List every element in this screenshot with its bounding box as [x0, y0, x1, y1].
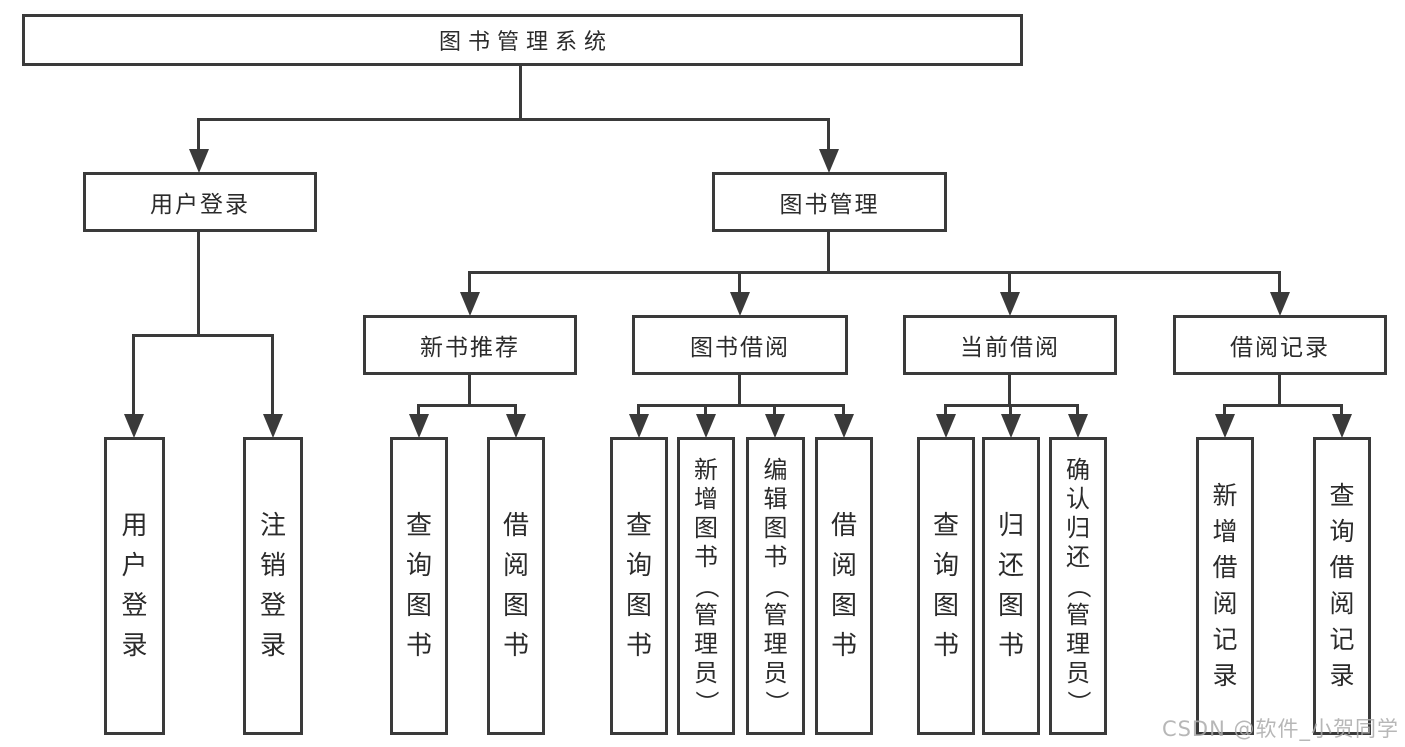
connector-line [827, 118, 830, 152]
node-label: 注销登录 [259, 511, 286, 661]
node-label: 图书管理 [779, 192, 880, 218]
leaf-query-books-current: 查询图书 [917, 437, 975, 735]
arrow-down-icon [819, 149, 839, 173]
arrow-down-icon [1000, 292, 1020, 316]
connector-line [468, 375, 471, 406]
node-label: 确认归还（管理员） [1064, 455, 1093, 715]
node-user-login: 用户登录 [83, 172, 317, 232]
node-label: 查询图书 [625, 511, 652, 661]
node-label: 查询图书 [932, 511, 959, 661]
arrow-down-icon [189, 149, 209, 173]
node-book-management: 图书管理 [712, 172, 947, 232]
node-current-borrow: 当前借阅 [903, 315, 1117, 375]
leaf-logout: 注销登录 [243, 437, 303, 735]
arrow-down-icon [1270, 292, 1290, 316]
connector-line [1008, 271, 1011, 299]
leaf-query-borrow-record: 查询借阅记录 [1313, 437, 1371, 735]
node-label: 新增图书（管理员） [692, 455, 721, 715]
connector-line [1008, 375, 1011, 406]
leaf-query-books-borrow: 查询图书 [610, 437, 668, 735]
arrow-down-icon [460, 292, 480, 316]
leaf-borrow-books: 借阅图书 [815, 437, 873, 735]
connector-line [197, 232, 200, 336]
leaf-add-borrow-record: 新增借阅记录 [1196, 437, 1254, 735]
connector-line [468, 271, 1281, 274]
arrow-down-icon [629, 414, 649, 438]
node-label: 图书借阅 [690, 335, 790, 361]
connector-line [827, 232, 830, 273]
leaf-query-books-recommend: 查询图书 [390, 437, 448, 735]
connector-line [197, 118, 200, 152]
connector-line [1223, 404, 1226, 422]
node-borrow-record: 借阅记录 [1173, 315, 1387, 375]
node-book-borrow: 图书借阅 [632, 315, 848, 375]
connector-line [637, 404, 640, 422]
leaf-edit-books-admin: 编辑图书（管理员） [746, 437, 805, 735]
node-label: 编辑图书（管理员） [762, 455, 790, 715]
connector-line [197, 118, 830, 121]
arrow-down-icon [1001, 414, 1021, 438]
leaf-add-books-admin: 新增图书（管理员） [677, 437, 735, 735]
arrow-down-icon [936, 414, 956, 438]
connector-line [1223, 404, 1343, 407]
node-label: 借阅图书 [830, 511, 857, 661]
node-label: 用户登录 [150, 192, 250, 218]
connector-line [773, 404, 776, 422]
arrow-down-icon [730, 292, 750, 316]
node-label: 新增借阅记录 [1212, 481, 1238, 690]
connector-line [944, 404, 947, 422]
connector-line [1340, 404, 1343, 422]
connector-line [417, 404, 517, 407]
connector-line [468, 271, 471, 299]
connector-line [132, 334, 135, 422]
node-new-book-recommend: 新书推荐 [363, 315, 577, 375]
connector-line [519, 66, 522, 119]
node-system-root: 图书管理系统 [22, 14, 1023, 66]
arrow-down-icon [765, 414, 785, 438]
node-label: 图书管理系统 [438, 30, 613, 55]
connector-line [1278, 375, 1281, 406]
connector-line [704, 404, 707, 422]
connector-line [842, 404, 845, 422]
watermark: CSDN @软件_小贺同学 [1161, 717, 1399, 741]
connector-line [1278, 271, 1281, 299]
connector-line [271, 334, 274, 422]
connector-line [1009, 404, 1012, 422]
arrow-down-icon [263, 414, 283, 438]
connector-line [1076, 404, 1079, 422]
node-label: 查询图书 [405, 511, 432, 661]
node-label: 归还图书 [997, 511, 1024, 661]
arrow-down-icon [409, 414, 429, 438]
arrow-down-icon [124, 414, 144, 438]
arrow-down-icon [506, 414, 526, 438]
connector-line [738, 375, 741, 406]
connector-line [417, 404, 420, 422]
leaf-user-login: 用户登录 [104, 437, 165, 735]
connector-line [132, 334, 274, 337]
leaf-confirm-return-admin: 确认归还（管理员） [1049, 437, 1107, 735]
arrow-down-icon [1332, 414, 1352, 438]
arrow-down-icon [1068, 414, 1088, 438]
leaf-borrow-books-recommend: 借阅图书 [487, 437, 545, 735]
node-label: 用户登录 [121, 511, 148, 661]
arrow-down-icon [834, 414, 854, 438]
leaf-return-books: 归还图书 [982, 437, 1040, 735]
arrow-down-icon [1215, 414, 1235, 438]
connector-line [637, 404, 845, 407]
arrow-down-icon [696, 414, 716, 438]
node-label: 当前借阅 [960, 335, 1060, 361]
node-label: 借阅记录 [1230, 335, 1330, 361]
node-label: 新书推荐 [420, 335, 520, 361]
connector-line [514, 404, 517, 422]
connector-line [738, 271, 741, 299]
node-label: 借阅图书 [502, 511, 529, 661]
node-label: 查询借阅记录 [1329, 481, 1355, 690]
